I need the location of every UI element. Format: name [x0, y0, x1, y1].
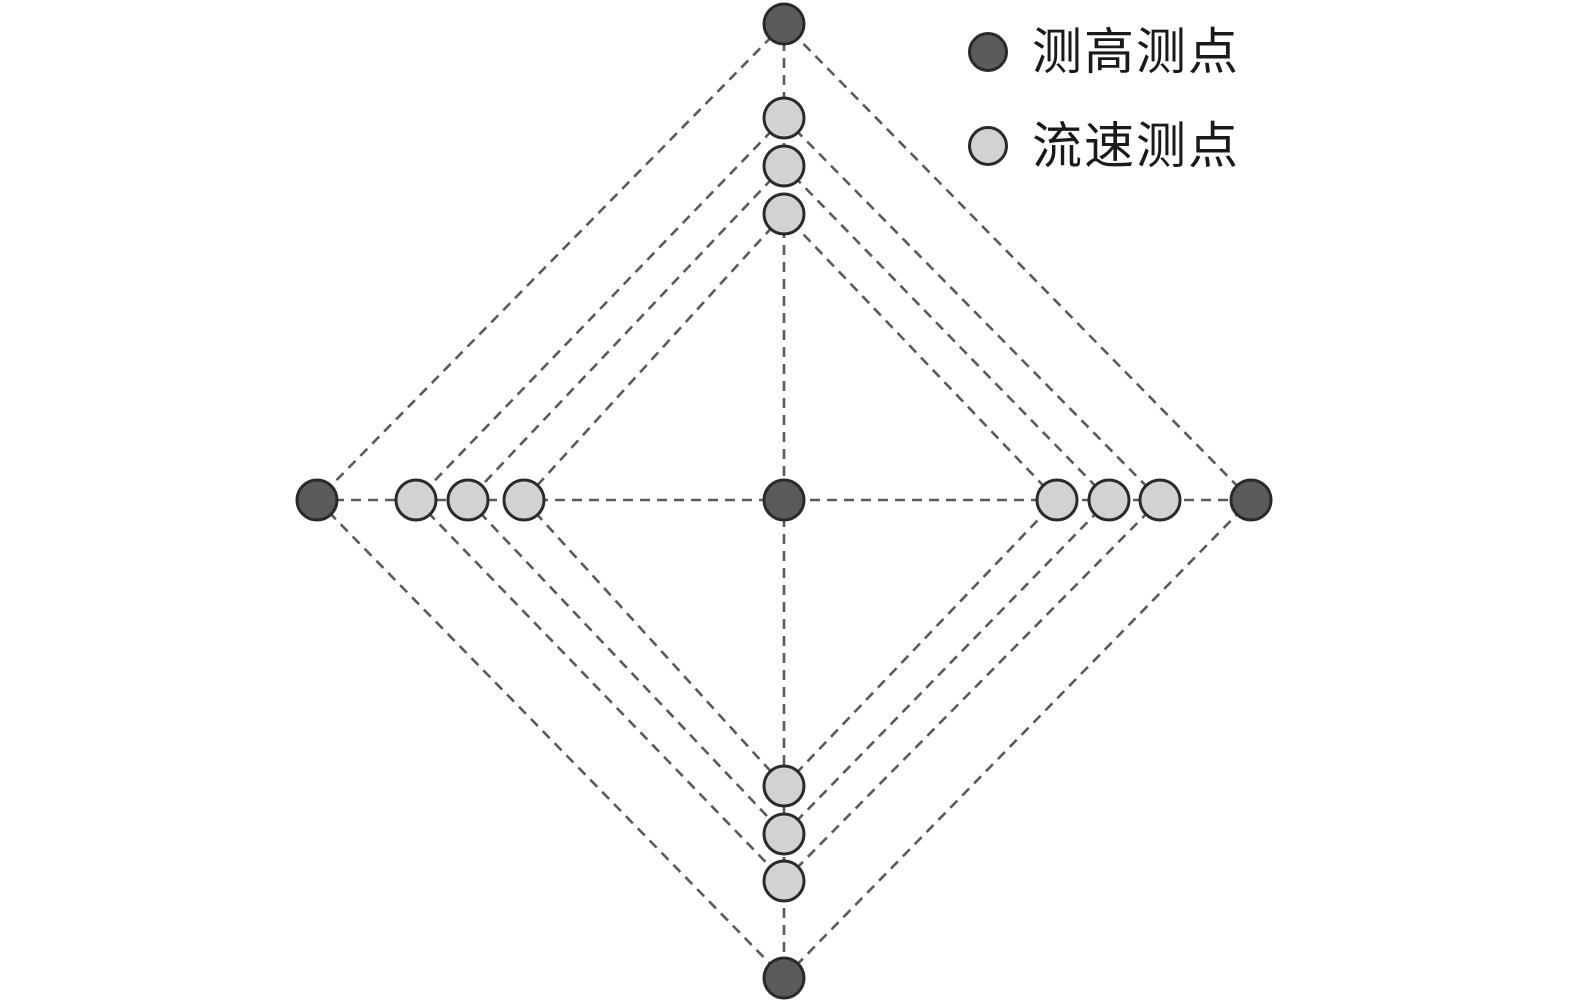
height-point-bottom — [762, 956, 806, 1000]
velocity-point-bottom-1 — [762, 764, 806, 808]
legend-item-height: 测高测点 — [968, 20, 1240, 84]
velocity-point-right-3 — [1138, 478, 1182, 522]
guide-line — [415, 117, 785, 501]
height-point-top — [762, 2, 806, 46]
velocity-point-top-2 — [762, 144, 806, 188]
velocity-point-left-2 — [446, 478, 490, 522]
legend-item-velocity: 流速测点 — [968, 114, 1240, 178]
measurement-points — [295, 2, 1273, 1000]
velocity-point-bottom-3 — [762, 859, 806, 903]
guide-line — [467, 499, 785, 835]
height-point-swatch-icon — [968, 32, 1008, 72]
height-point-right — [1229, 478, 1273, 522]
guide-line — [523, 499, 785, 787]
guide-line — [783, 213, 1058, 501]
velocity-point-top-1 — [762, 96, 806, 140]
guide-line — [783, 117, 1161, 501]
height-point-center — [762, 478, 806, 522]
legend-label-velocity: 流速测点 — [1032, 117, 1240, 175]
guide-line — [783, 165, 1110, 501]
velocity-point-left-3 — [502, 478, 546, 522]
velocity-point-swatch-icon — [968, 126, 1008, 166]
guide-line — [783, 499, 1110, 835]
guide-line — [415, 499, 785, 882]
legend-label-height: 测高测点 — [1032, 23, 1240, 81]
guide-line — [523, 213, 785, 501]
velocity-point-right-1 — [1035, 478, 1079, 522]
velocity-point-bottom-2 — [762, 812, 806, 856]
guide-line — [316, 23, 785, 501]
legend: 测高测点 流速测点 — [968, 20, 1240, 178]
guide-line — [783, 499, 1058, 787]
guide-line — [783, 499, 1161, 882]
velocity-point-right-2 — [1087, 478, 1131, 522]
height-point-left — [295, 478, 339, 522]
velocity-point-top-3 — [762, 192, 806, 236]
velocity-point-left-1 — [394, 478, 438, 522]
guide-line — [783, 23, 1252, 501]
guide-line — [316, 499, 785, 979]
guide-line — [467, 165, 785, 501]
guide-line — [783, 499, 1252, 979]
